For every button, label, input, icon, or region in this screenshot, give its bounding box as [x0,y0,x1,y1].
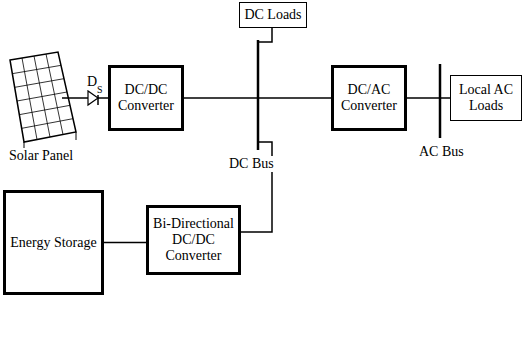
storage-box: Energy Storage [3,190,104,295]
panel-grid-line [17,92,67,101]
load-box: DC Loads [239,2,307,28]
node-label: DC/DC Converter [111,82,181,114]
solar-panel-illustration [10,52,76,148]
node-label: Bi-Directional DC/DC Converter [149,216,238,264]
converter-box: DC/AC Converter [331,65,407,131]
load-box: Local AC Loads [450,75,522,121]
node-label: Local AC Loads [451,82,521,114]
node-label: DC Loads [244,7,301,23]
bus-label: AC Bus [418,144,465,160]
wire-connector [184,97,331,99]
wire-connector [104,242,146,244]
component-label: Solar Panel [8,148,74,164]
wire-connector [407,97,450,99]
node-label: Energy Storage [10,235,96,251]
panel-grid-line [19,105,70,114]
diode-subscript: S [96,84,104,95]
ac-bus-bar [439,64,442,138]
dc-bus-bar [257,40,260,150]
panel-grid-line [15,79,64,88]
panel-grid-line [22,119,73,129]
dc-loads-wire [258,28,272,42]
node-label: DC/AC Converter [334,82,404,114]
panel-wire [62,97,88,99]
bus-label: DC Bus [228,156,275,172]
panel-grid-line [12,65,61,73]
converter-box: DC/DC Converter [108,65,184,131]
converter-box: Bi-Directional DC/DC Converter [146,205,241,275]
